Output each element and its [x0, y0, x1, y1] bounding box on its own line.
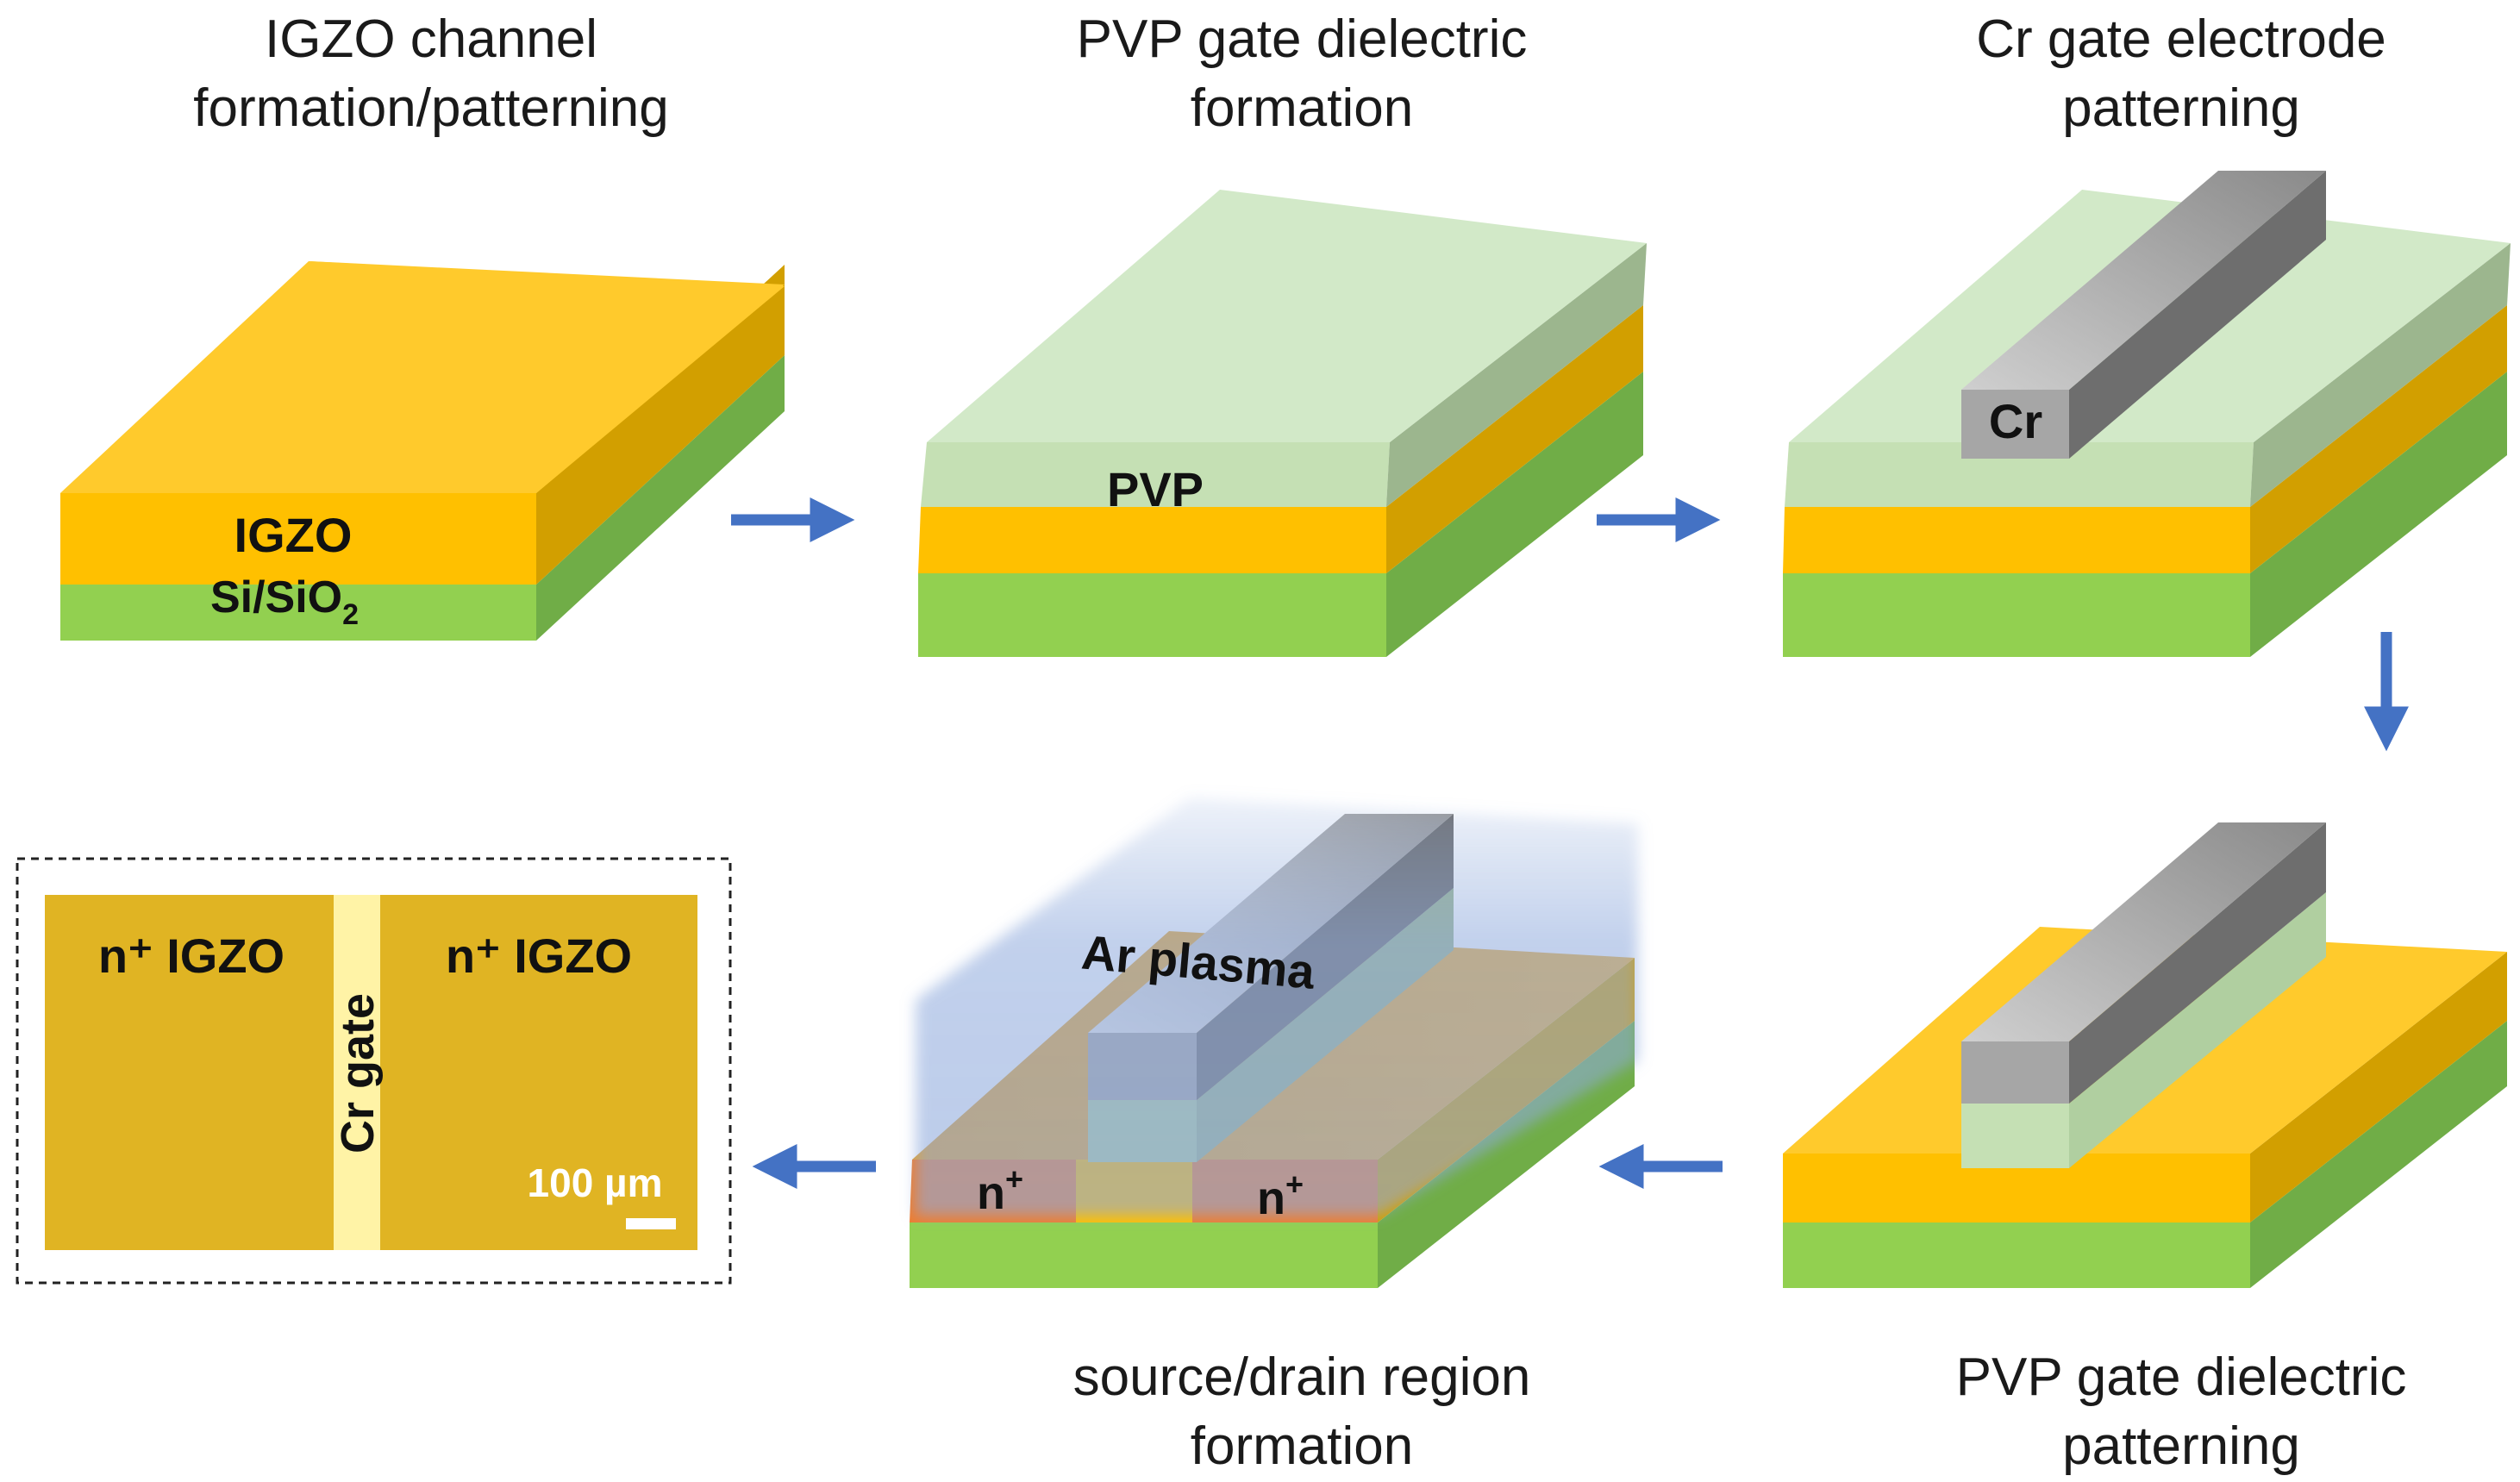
- micrograph-gate-label: Cr gate: [332, 993, 384, 1154]
- step5-block: [910, 797, 1638, 1288]
- step-title-1: IGZO channel formation/patterning: [193, 9, 669, 138]
- step-title-3: Cr gate electrode patterning: [1976, 9, 2386, 138]
- micrograph-gate-stripe: [334, 895, 380, 1250]
- step4-block: [1783, 822, 2507, 1288]
- pvp-label: PVP: [1107, 462, 1204, 516]
- step1-block: [60, 261, 785, 641]
- step-title-4: PVP gate dielectric patterning: [1955, 1348, 2407, 1476]
- flow-arrows: [731, 497, 2409, 1189]
- micrograph-frame: [16, 857, 732, 1285]
- micrograph-inset: [16, 857, 732, 1285]
- igzo-label: IGZO: [234, 508, 353, 562]
- n-plus-left-label: n+: [977, 1161, 1023, 1219]
- scale-bar: [626, 1218, 676, 1229]
- step-title-2: PVP gate dielectric formation: [1076, 9, 1528, 138]
- step-title-5: source/drain region formation: [1072, 1348, 1531, 1476]
- scale-bar-label: 100 µm: [528, 1160, 663, 1205]
- cr-label: Cr: [1989, 394, 2042, 448]
- step2-block: [918, 190, 1647, 657]
- micrograph-left-region-label: n⁺ IGZO: [98, 929, 285, 983]
- si-sio2-label: Si/SiO2: [210, 572, 359, 631]
- n-plus-right-label: n+: [1257, 1166, 1304, 1224]
- micrograph-right-region-label: n⁺ IGZO: [446, 929, 632, 983]
- step3-block: [1783, 171, 2511, 657]
